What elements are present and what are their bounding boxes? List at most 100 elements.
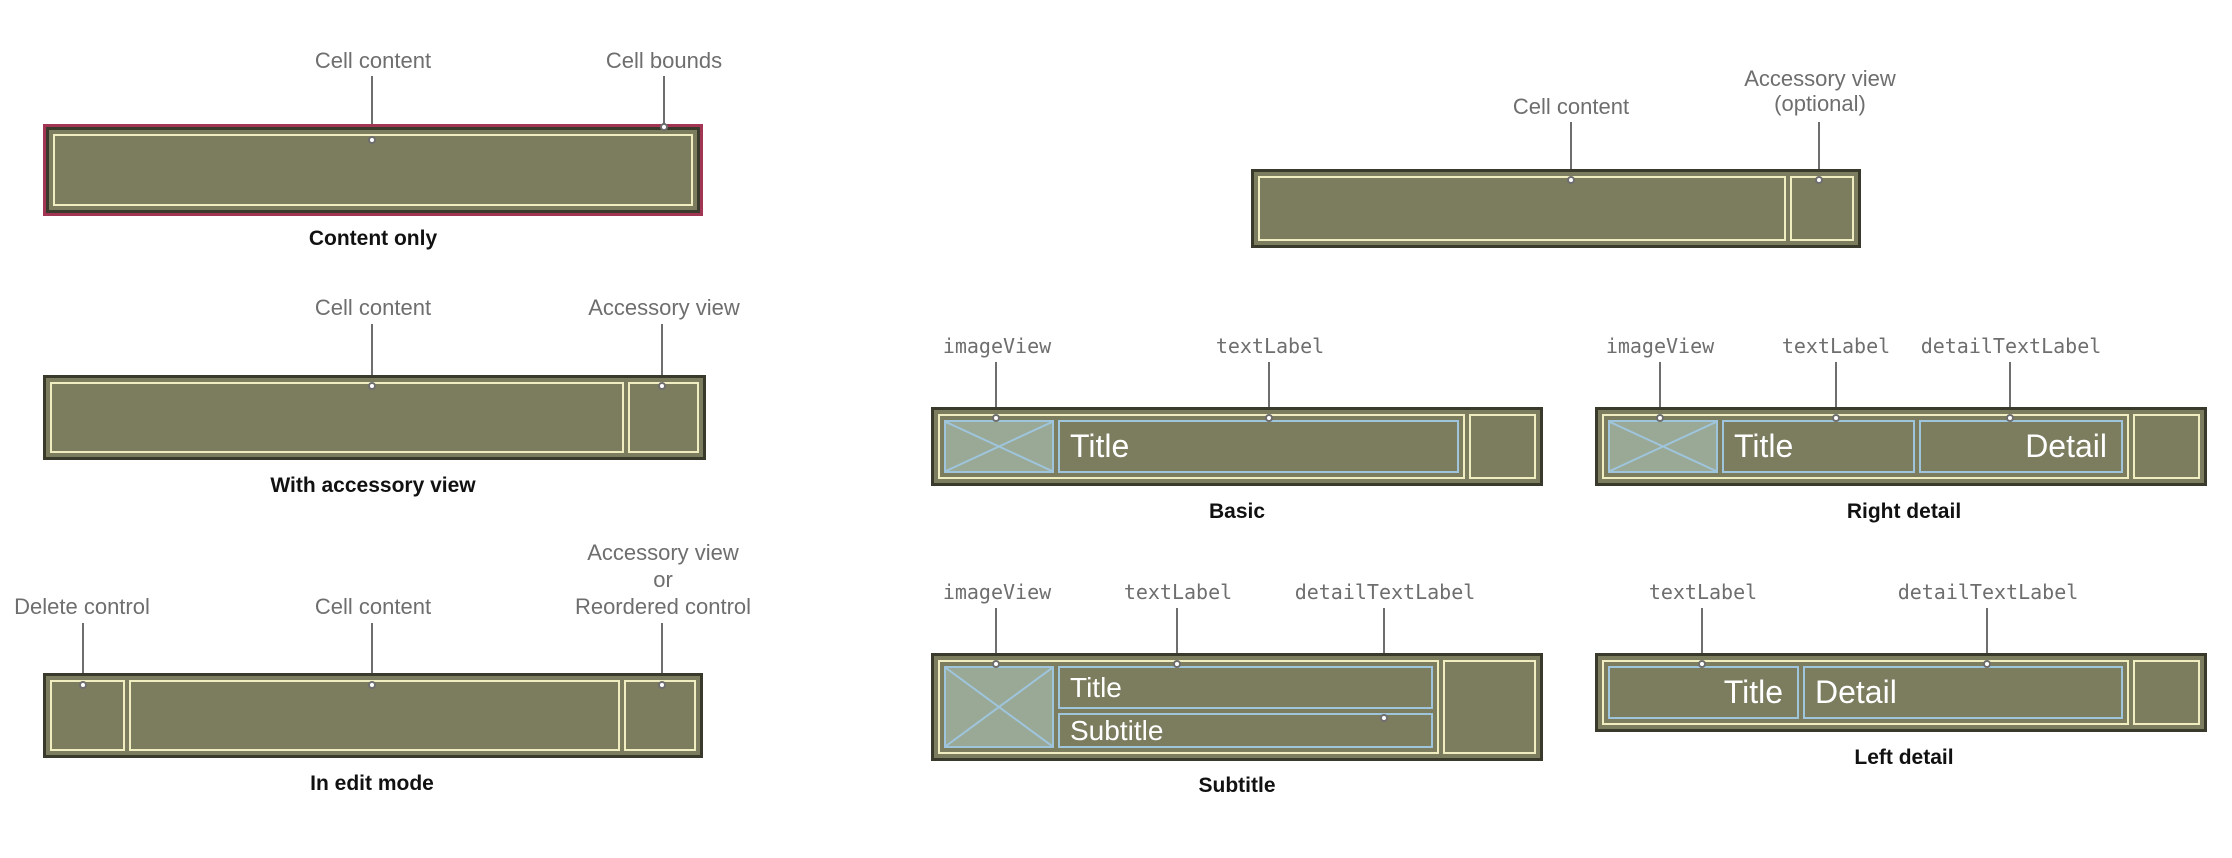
optional-label: (optional)	[1774, 91, 1866, 116]
title-label: Title	[1608, 666, 1799, 719]
cell-with-accessory	[43, 375, 706, 460]
leader-line	[1835, 362, 1837, 418]
cell-bounds-label: Cell bounds	[605, 48, 723, 73]
anchor-dot	[1832, 414, 1840, 422]
cell-subtitle: Title Subtitle	[931, 653, 1543, 761]
leader-line	[371, 76, 373, 138]
cell-content-area	[129, 680, 620, 751]
cell-basic: Title	[931, 407, 1543, 486]
leader-line	[995, 608, 997, 664]
accessory-or-label: or	[653, 567, 673, 592]
text-label-label: textLabel	[1648, 580, 1758, 604]
anchor-dot	[1173, 660, 1181, 668]
anchor-dot	[2006, 414, 2014, 422]
detail-text-label-label: detailTextLabel	[1294, 580, 1476, 604]
cell-content-area: Title Detail	[1602, 414, 2129, 479]
anchor-dot	[1656, 414, 1664, 422]
leader-line	[1818, 122, 1820, 180]
cell-content-area	[1258, 176, 1786, 241]
anchor-dot	[1265, 414, 1273, 422]
image-placeholder-icon	[1608, 420, 1718, 473]
reordered-control-label: Reordered control	[574, 594, 752, 619]
cell-content-area: Title Detail	[1602, 660, 2129, 725]
detail-label: Detail	[1919, 420, 2123, 473]
cell-content-label: Cell content	[314, 48, 432, 73]
leader-line	[1659, 362, 1661, 418]
accessory-view-area	[2133, 660, 2200, 725]
detail-text-label-label: detailTextLabel	[1920, 334, 2102, 358]
caption-with-accessory: With accessory view	[270, 474, 476, 497]
cell-content-label: Cell content	[1512, 94, 1630, 119]
caption-basic: Basic	[1208, 500, 1266, 523]
accessory-view-area	[628, 382, 699, 453]
leader-line	[371, 324, 373, 386]
caption-content-only: Content only	[308, 227, 438, 250]
leader-line	[1570, 122, 1572, 180]
text-label-label: textLabel	[1215, 334, 1325, 358]
accessory-view-label: Accessory view	[1744, 66, 1896, 91]
image-placeholder-icon	[944, 666, 1054, 748]
cell-right-detail: Title Detail	[1595, 407, 2207, 486]
caption-left-detail: Left detail	[1854, 746, 1954, 769]
cell-content-label: Cell content	[314, 594, 432, 619]
cell-optional-accessory	[1251, 169, 1861, 248]
leader-line	[661, 623, 663, 685]
leader-line	[995, 362, 997, 418]
anchor-dot	[1567, 176, 1575, 184]
cell-content-area: Title	[938, 414, 1465, 479]
accessory-view-label: Accessory view	[588, 295, 740, 320]
text-label-label: textLabel	[1123, 580, 1233, 604]
delete-control-area	[50, 680, 125, 751]
anchor-dot	[658, 681, 666, 689]
leader-line	[1986, 608, 1988, 664]
subtitle-label: Subtitle	[1058, 713, 1433, 748]
anchor-dot	[660, 123, 668, 131]
anchor-dot	[1815, 176, 1823, 184]
accessory-view-area	[1469, 414, 1536, 479]
caption-edit-mode: In edit mode	[310, 772, 434, 795]
detail-text-label-label: detailTextLabel	[1897, 580, 2079, 604]
image-placeholder-icon	[944, 420, 1054, 473]
caption-subtitle: Subtitle	[1198, 774, 1276, 797]
cell-left-detail: Title Detail	[1595, 653, 2207, 732]
accessory-view-area	[1790, 176, 1854, 241]
cell-content-area	[50, 382, 624, 453]
leader-line	[661, 324, 663, 386]
leader-line	[1268, 362, 1270, 418]
leader-line	[1701, 608, 1703, 664]
cell-content-area: Title Subtitle	[938, 660, 1439, 754]
anchor-dot	[658, 382, 666, 390]
title-label: Title	[1058, 666, 1433, 709]
anchor-dot	[368, 382, 376, 390]
caption-right-detail: Right detail	[1846, 500, 1962, 523]
image-view-label: imageView	[942, 334, 1052, 358]
accessory-view-label: Accessory view	[587, 540, 739, 565]
anchor-dot	[368, 136, 376, 144]
title-label: Title	[1058, 420, 1459, 473]
anchor-dot	[1698, 660, 1706, 668]
leader-line	[371, 623, 373, 685]
image-view-label: imageView	[942, 580, 1052, 604]
leader-line	[2009, 362, 2011, 418]
anchor-dot	[79, 681, 87, 689]
leader-line	[663, 76, 665, 126]
cell-content-label: Cell content	[314, 295, 432, 320]
text-label-label: textLabel	[1781, 334, 1891, 358]
anchor-dot	[1380, 714, 1388, 722]
anchor-dot	[992, 660, 1000, 668]
cell-content-area	[53, 134, 693, 206]
accessory-view-area	[1443, 660, 1536, 754]
accessory-view-area	[2133, 414, 2200, 479]
title-label: Title	[1722, 420, 1915, 473]
cell-content-only	[43, 124, 703, 216]
reorder-control-area	[624, 680, 696, 751]
anchor-dot	[1983, 660, 1991, 668]
leader-line	[82, 623, 84, 685]
anchor-dot	[992, 414, 1000, 422]
delete-control-label: Delete control	[14, 594, 150, 619]
detail-label: Detail	[1803, 666, 2123, 719]
anchor-dot	[368, 681, 376, 689]
leader-line	[1176, 608, 1178, 664]
image-view-label: imageView	[1605, 334, 1715, 358]
